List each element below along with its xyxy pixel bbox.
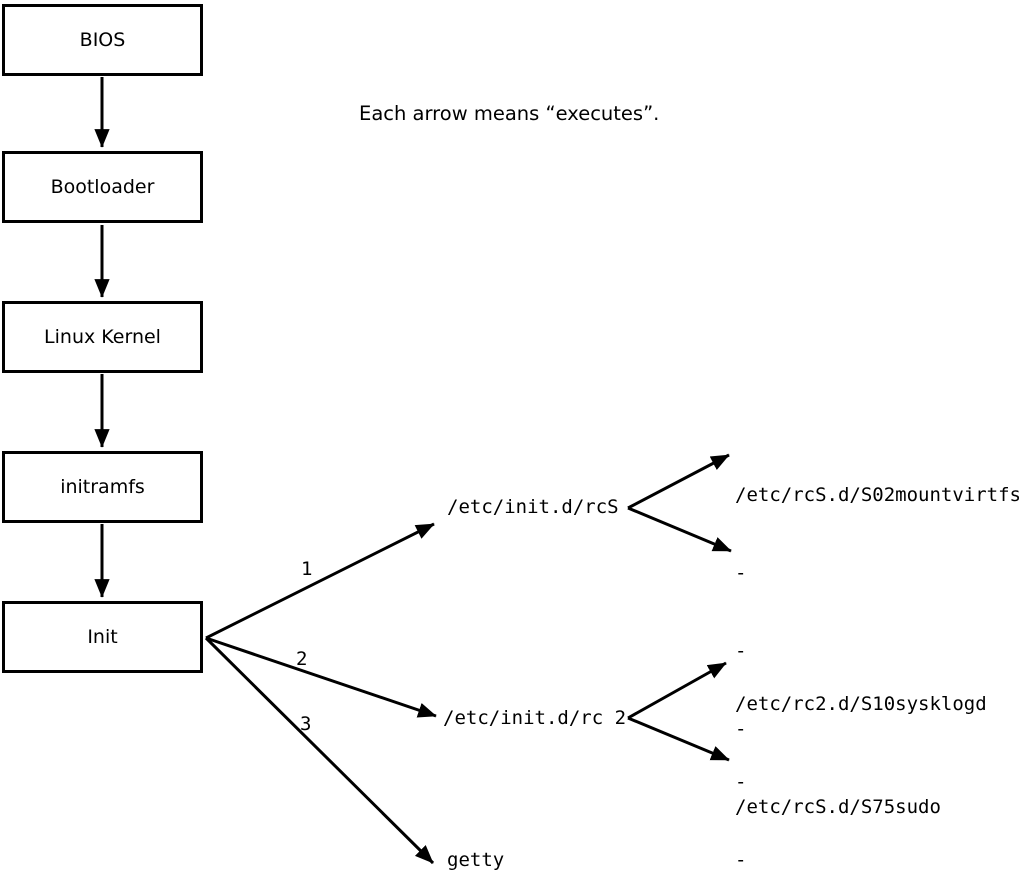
arrow-init-to-getty (204, 636, 435, 865)
rcS-ellipsis-dash: - (735, 562, 747, 584)
box-initramfs-label: initramfs (60, 476, 145, 498)
label-etc-init-d-rcS: /etc/init.d/rcS (447, 496, 619, 518)
arrow-rcS-to-last-script (627, 506, 732, 553)
box-initramfs: initramfs (2, 451, 203, 523)
rc2-script-first: /etc/rc2.d/S10sysklogd (735, 693, 987, 715)
rc2-script-list: /etc/rc2.d/S10sysklogd - - - /etc/rc2.d/… (735, 639, 987, 875)
arrow-rc2-to-last-script (627, 716, 730, 762)
box-linux-kernel: Linux Kernel (2, 301, 203, 373)
box-init: Init (2, 601, 203, 673)
caption-text: Each arrow means “executes”. (359, 102, 660, 125)
arrow-init-to-rc2 (205, 636, 437, 718)
box-bootloader: Bootloader (2, 151, 203, 223)
branch-label-1: 1 (301, 558, 313, 580)
branch-label-3: 3 (300, 713, 312, 735)
arrow-rc2-to-first-script (627, 661, 727, 720)
box-linux-kernel-label: Linux Kernel (44, 326, 161, 348)
box-bootloader-label: Bootloader (50, 176, 155, 198)
branch-label-2: 2 (296, 648, 308, 670)
box-bios: BIOS (2, 4, 203, 76)
rcS-ellipsis-dash: - (735, 640, 747, 662)
rcS-script-last: /etc/rcS.d/S75sudo (735, 796, 941, 818)
rcS-ellipsis-dash: - (735, 718, 747, 740)
arrow-init-to-rcS (205, 522, 435, 640)
label-etc-init-d-rc2: /etc/init.d/rc 2 (443, 707, 627, 729)
rc2-ellipsis-dash: - (735, 849, 747, 871)
box-init-label: Init (87, 626, 118, 648)
box-bios-label: BIOS (79, 29, 126, 51)
label-getty: getty (447, 849, 505, 871)
rc2-ellipsis-dash: - (735, 771, 747, 793)
rcS-script-first: /etc/rcS.d/S02mountvirtfs (735, 484, 1021, 506)
rcS-script-list: /etc/rcS.d/S02mountvirtfs - - - /etc/rcS… (735, 430, 1021, 872)
arrow-rcS-to-first-script (627, 453, 730, 510)
